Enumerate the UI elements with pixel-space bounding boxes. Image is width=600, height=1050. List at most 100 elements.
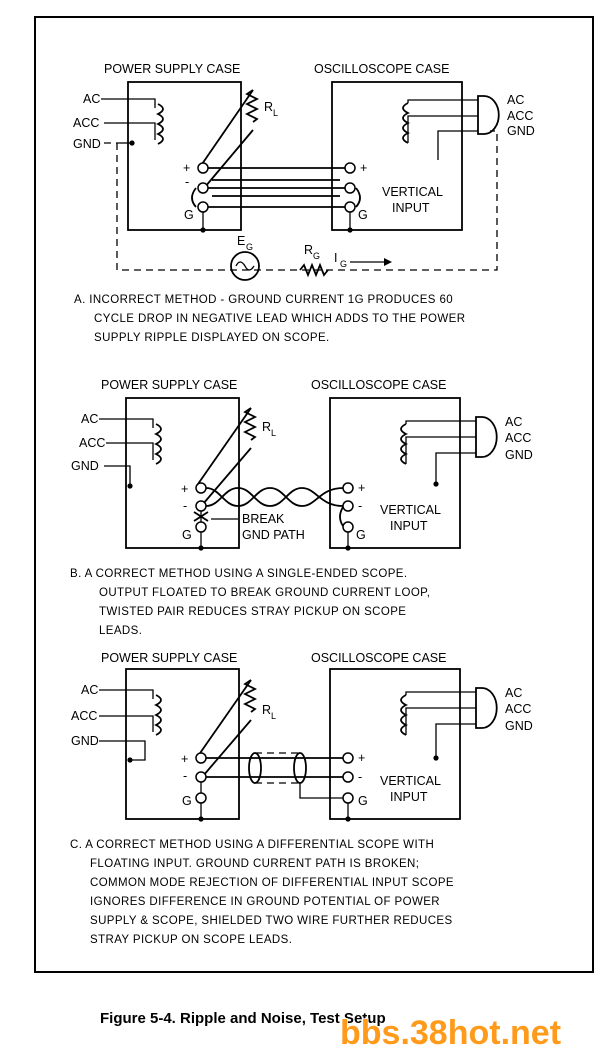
ps-ground-strap <box>191 187 197 208</box>
vertical-label: VERTICAL <box>380 503 441 517</box>
caption-line: COMMON MODE REJECTION OF DIFFERENTIAL IN… <box>90 877 454 889</box>
osc-case-label: OSCILLOSCOPE CASE <box>311 651 446 665</box>
break-mark-icon <box>193 511 209 522</box>
scope-gnd-lead <box>435 452 476 484</box>
acc-label: ACC <box>79 436 105 450</box>
ps-minus-label: - <box>183 769 187 783</box>
ps-plus-label: + <box>181 752 188 766</box>
input-label: INPUT <box>390 790 428 804</box>
rg-label: R <box>304 243 313 257</box>
ps-g-label: G <box>182 528 192 542</box>
rl-label: R <box>262 420 271 434</box>
twisted-pair-wire-b <box>205 487 344 507</box>
scope-acc-lead <box>407 115 478 143</box>
caption-line: OUTPUT FLOATED TO BREAK GROUND CURRENT L… <box>99 587 430 599</box>
caption-line: STRAY PICKUP ON SCOPE LEADS. <box>90 934 292 946</box>
osc-case-label: OSCILLOSCOPE CASE <box>311 378 446 392</box>
load-resistor-icon <box>244 89 260 123</box>
scope-ground-strap <box>355 187 361 208</box>
ps-minus-terminal <box>195 771 207 783</box>
acc-lead <box>106 442 154 460</box>
junction-dot <box>433 481 439 487</box>
scope-plus-terminal <box>344 162 356 174</box>
acc-label: ACC <box>71 709 97 723</box>
junction-dot <box>129 140 135 146</box>
scope-g-terminal <box>344 201 356 213</box>
ps-minus-label: - <box>185 175 189 189</box>
rl-subscript: L <box>271 428 276 438</box>
acc-lead <box>104 122 156 140</box>
osc-case-label: OSCILLOSCOPE CASE <box>314 62 449 76</box>
break-gnd-path-label: GND PATH <box>242 528 305 542</box>
minus-lead-shield <box>212 179 340 197</box>
ps-minus-terminal <box>195 500 207 512</box>
ps-case-label: POWER SUPPLY CASE <box>104 62 240 76</box>
scope-gnd-lead <box>435 723 476 758</box>
rl-plus-lead <box>197 407 252 485</box>
oscilloscope-case <box>329 397 461 549</box>
transformer-primary-icon <box>155 103 164 145</box>
ac-lead <box>99 689 154 699</box>
scope-acc-lead <box>405 436 476 464</box>
caption-line: TWISTED PAIR REDUCES STRAY PICKUP ON SCO… <box>99 606 406 618</box>
ig-label: I <box>334 251 337 265</box>
watermark-text: bbs.38hot.net <box>340 1014 561 1050</box>
scope-ac-lead <box>405 420 476 424</box>
vertical-label: VERTICAL <box>380 774 441 788</box>
scope-ac-label: AC <box>505 686 522 700</box>
junction-dot <box>198 816 204 822</box>
scope-minus-terminal <box>344 182 356 194</box>
rl-subscript: L <box>271 711 276 721</box>
ps-plus-label: + <box>181 482 188 496</box>
ps-plus-label: + <box>183 161 190 175</box>
power-supply-case <box>125 668 240 820</box>
input-label: INPUT <box>390 519 428 533</box>
scope-ac-label: AC <box>505 415 522 429</box>
scope-gnd-lead <box>437 130 478 160</box>
acc-label: ACC <box>73 116 99 130</box>
scope-plug-icon <box>475 416 498 458</box>
rl-plus-lead <box>199 89 254 168</box>
gnd-lead <box>104 465 131 486</box>
load-resistor-icon <box>242 679 258 713</box>
cable-shield-body <box>255 752 300 784</box>
scope-gnd-label: GND <box>507 124 535 138</box>
caption-line: A. INCORRECT METHOD - GROUND CURRENT 1G … <box>74 294 453 306</box>
junction-dot <box>345 545 351 551</box>
ps-g-terminal <box>195 521 207 533</box>
scope-plug-icon <box>475 687 498 729</box>
panel-b: POWER SUPPLY CASE OSCILLOSCOPE CASE AC A… <box>70 378 533 637</box>
gnd-label: GND <box>71 734 99 748</box>
caption-line: FLOATING INPUT. GROUND CURRENT PATH IS B… <box>90 858 419 870</box>
junction-dot <box>345 816 351 822</box>
scope-plus-label: + <box>358 751 365 765</box>
ac-lead <box>99 418 154 428</box>
rg-subscript: G <box>313 251 320 261</box>
eg-label: E <box>237 234 245 248</box>
junction-dot <box>200 227 206 233</box>
scope-g-terminal <box>342 792 354 804</box>
ground-resistance-icon <box>299 262 329 278</box>
ps-minus-label: - <box>183 499 187 513</box>
figure-frame <box>34 16 594 973</box>
scope-transformer-icon <box>402 102 411 144</box>
ps-g-label: G <box>182 794 192 808</box>
figure-caption: Figure 5-4. Ripple and Noise, Test Setup <box>100 1010 386 1027</box>
junction-dot <box>127 483 133 489</box>
ps-plus-terminal <box>195 482 207 494</box>
rl-plus-lead <box>197 679 252 757</box>
rl-minus-lead <box>202 447 252 505</box>
rl-minus-lead <box>202 719 252 777</box>
shield-drain-wire <box>299 783 343 799</box>
break-label: BREAK <box>242 512 285 526</box>
ac-label: AC <box>81 412 98 426</box>
ig-subscript: G <box>340 259 347 269</box>
scope-plus-terminal <box>342 752 354 764</box>
acc-lead <box>99 715 154 732</box>
ps-case-label: POWER SUPPLY CASE <box>101 651 237 665</box>
ps-case-label: POWER SUPPLY CASE <box>101 378 237 392</box>
ps-minus-terminal <box>197 182 209 194</box>
scope-minus-terminal <box>342 500 354 512</box>
rl-label: R <box>262 703 271 717</box>
